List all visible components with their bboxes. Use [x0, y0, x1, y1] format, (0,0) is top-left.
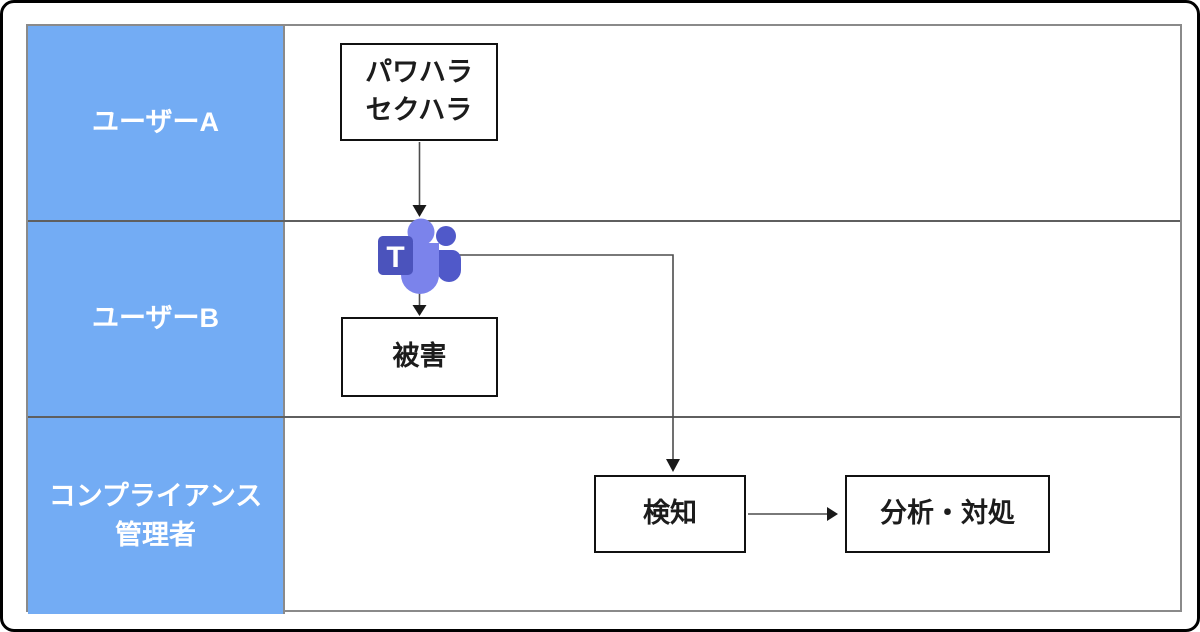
teams-small-person-head [436, 226, 456, 246]
node-damage: 被害 [341, 317, 498, 397]
teams-small-person-body [437, 250, 461, 282]
lane-label-compliance-manager: コンプライアンス 管理者 [28, 418, 285, 614]
lane-label-user-a: ユーザーA [28, 26, 285, 220]
node-harassment: パワハラ セクハラ [340, 43, 498, 141]
teams-t-letter: T [386, 241, 404, 274]
lane-user-b: ユーザーB [28, 222, 1180, 418]
teams-main-person-head [407, 218, 435, 246]
microsoft-teams-icon: T [375, 211, 467, 297]
teams-t-square [378, 236, 413, 275]
node-detection: 検知 [594, 475, 746, 553]
node-analysis: 分析・対処 [845, 475, 1050, 553]
lane-compliance-manager: コンプライアンス 管理者 [28, 418, 1180, 614]
lane-user-a: ユーザーA [28, 26, 1180, 222]
lane-label-user-b: ユーザーB [28, 222, 285, 416]
swimlane-table: ユーザーA ユーザーB コンプライアンス 管理者 [26, 24, 1182, 614]
